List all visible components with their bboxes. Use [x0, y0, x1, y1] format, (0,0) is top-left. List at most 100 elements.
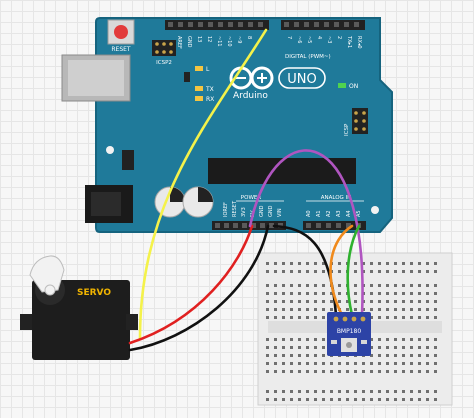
breadboard-hole [418, 390, 421, 393]
breadboard-hole [298, 308, 301, 311]
breadboard-hole [434, 308, 437, 311]
breadboard-hole [274, 316, 277, 319]
digital-pin-label: 4 [316, 36, 322, 39]
sensor-pin [351, 316, 357, 322]
breadboard-hole [314, 284, 317, 287]
breadboard-hole [306, 316, 309, 319]
breadboard-hole [266, 338, 269, 341]
breadboard-hole [346, 390, 349, 393]
breadboard-hole [306, 362, 309, 365]
breadboard-hole [418, 398, 421, 401]
breadboard-hole [370, 398, 373, 401]
breadboard-hole [266, 308, 269, 311]
digital-pin-label: 2 [336, 36, 342, 39]
breadboard-hole [378, 300, 381, 303]
breadboard-hole [314, 308, 317, 311]
breadboard-hole [346, 300, 349, 303]
breadboard-hole [378, 308, 381, 311]
breadboard-hole [330, 292, 333, 295]
breadboard-hole [418, 354, 421, 357]
breadboard-hole [402, 346, 405, 349]
breadboard-hole [434, 262, 437, 265]
breadboard-hole [322, 362, 325, 365]
breadboard-hole [386, 338, 389, 341]
breadboard-hole [330, 362, 333, 365]
breadboard-hole [298, 292, 301, 295]
breadboard-hole [426, 262, 429, 265]
wire-purple-a5 [252, 149, 364, 317]
pin-hole [224, 223, 229, 228]
breadboard-hole [266, 284, 269, 287]
breadboard-hole [386, 300, 389, 303]
breadboard-hole [434, 316, 437, 319]
power-pin-label: RESET [232, 200, 238, 217]
breadboard-hole [290, 292, 293, 295]
breadboard-hole [282, 284, 285, 287]
icsp2-label: ICSP2 [156, 60, 172, 66]
breadboard-hole [378, 284, 381, 287]
pin-hole [304, 22, 309, 27]
capacitor [182, 186, 214, 218]
breadboard-hole [298, 338, 301, 341]
breadboard-hole [314, 370, 317, 373]
digital-pin-holes-left [168, 22, 263, 27]
sensor-pin [342, 316, 348, 322]
breadboard-hole [322, 398, 325, 401]
breadboard-hole [434, 390, 437, 393]
breadboard-hole [426, 308, 429, 311]
sensor-pin [333, 316, 339, 322]
breadboard-hole [410, 346, 413, 349]
breadboard-hole [322, 338, 325, 341]
breadboard-hole [330, 370, 333, 373]
breadboard-hole [386, 284, 389, 287]
breadboard-hole [290, 346, 293, 349]
pin-hole [269, 223, 274, 228]
breadboard-hole [402, 292, 405, 295]
breadboard-hole [306, 370, 309, 373]
digital-label: DIGITAL (PWM~) [285, 54, 331, 60]
analog-label: ANALOG IN [321, 195, 352, 201]
breadboard-hole [402, 362, 405, 365]
breadboard-hole [354, 270, 357, 273]
breadboard-hole [434, 284, 437, 287]
breadboard-hole [354, 398, 357, 401]
breadboard-hole [282, 362, 285, 365]
analog-pin-label: A3 [336, 210, 342, 217]
breadboard-hole [394, 362, 397, 365]
breadboard-hole [322, 354, 325, 357]
breadboard-hole [274, 292, 277, 295]
breadboard-hole [314, 292, 317, 295]
breadboard-hole [298, 390, 301, 393]
breadboard-hole [418, 362, 421, 365]
breadboard-hole [274, 346, 277, 349]
pin-hole [228, 22, 233, 27]
breadboard-hole [290, 284, 293, 287]
voltage-regulator [122, 150, 134, 170]
sensor-component [361, 340, 367, 344]
breadboard-hole [378, 354, 381, 357]
sensor-chip-port [346, 342, 352, 348]
breadboard-hole [338, 362, 341, 365]
breadboard-hole [266, 262, 269, 265]
breadboard-hole [394, 338, 397, 341]
breadboard-hole [322, 284, 325, 287]
breadboard-hole [362, 362, 365, 365]
wire-yellow-signal [138, 28, 268, 340]
breadboard-hole [266, 292, 269, 295]
breadboard-hole [282, 262, 285, 265]
tx-led-label: TX [205, 86, 214, 93]
breadboard-hole [362, 270, 365, 273]
breadboard-hole [306, 338, 309, 341]
digital-pin-label: ~9 [236, 36, 242, 43]
breadboard-hole [306, 346, 309, 349]
breadboard-hole [386, 390, 389, 393]
servo-horn-hub [44, 284, 56, 296]
breadboard-hole [290, 398, 293, 401]
breadboard-hole [274, 398, 277, 401]
breadboard-hole [330, 300, 333, 303]
breadboard-hole [386, 292, 389, 295]
pin-hole [188, 22, 193, 27]
pin-hole [168, 22, 173, 27]
breadboard-hole [402, 308, 405, 311]
